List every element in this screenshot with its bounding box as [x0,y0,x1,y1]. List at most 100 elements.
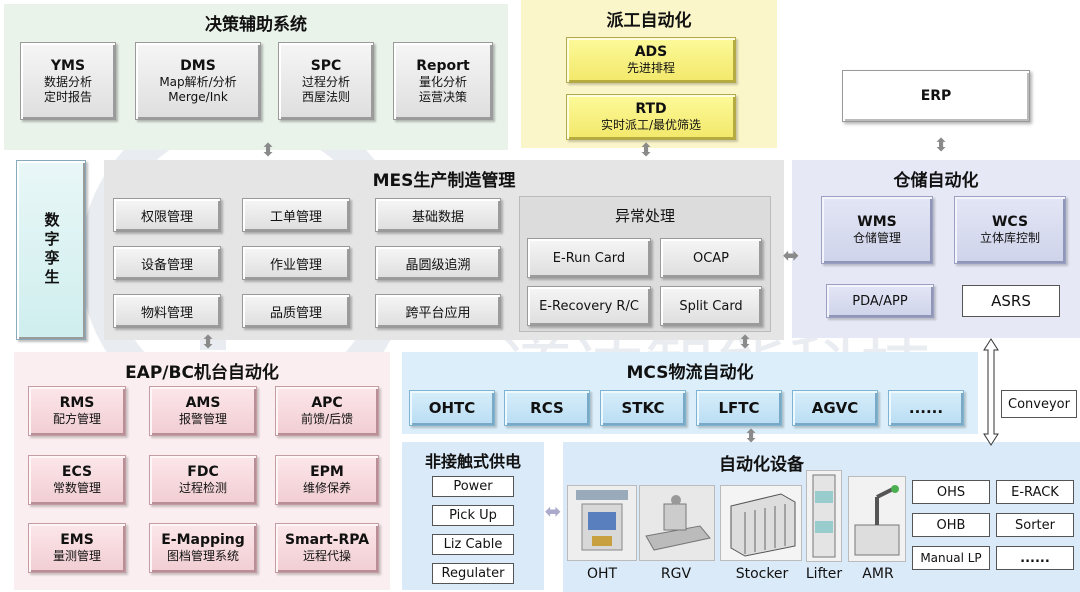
equipment-ohb[interactable]: OHB [912,513,990,537]
mcs-stkc[interactable]: STKC [600,390,686,426]
mcs-agvc[interactable]: AGVC [792,390,878,426]
mes-title: MES生产制造管理 [372,171,516,191]
yms-name: YMS [50,57,86,74]
equipment-ohs[interactable]: OHS [912,480,990,504]
rcs-label: RCS [530,398,564,417]
equipment-more[interactable]: ...... [996,546,1074,570]
mes-module-6[interactable]: 物料管理 [113,294,221,328]
mes-module-1[interactable]: 工单管理 [242,198,350,232]
exception-ocap[interactable]: OCAP [660,238,762,278]
fdc-name: FDC [187,464,219,480]
dispatch-title: 派工自动化 [606,11,692,31]
conveyor-box[interactable]: Conveyor [1001,390,1077,418]
digital-twin-box[interactable]: 数字孪生 [16,160,86,340]
wcs-name: WCS [991,214,1029,230]
apc-name: APC [311,395,343,411]
stocker-image [720,485,802,561]
power-title: 非接触式供电 [424,452,521,471]
device-label-amr: AMR [862,566,894,582]
warehouse-wms[interactable]: WMS 仓储管理 [821,196,933,264]
epm-name: EPM [310,464,344,480]
rms-desc: 配方管理 [52,412,101,426]
ads-name: ADS [634,44,668,60]
arrow-mes-mcs: ⬍ [737,332,753,353]
wms-desc: 仓储管理 [852,231,901,245]
power-item-lizcable[interactable]: Liz Cable [432,534,514,555]
exception-erecovery[interactable]: E-Recovery R/C [527,286,651,326]
yms-desc2: 定时报告 [43,89,92,104]
warehouse-asrs[interactable]: ASRS [962,285,1060,317]
mcs-rcs[interactable]: RCS [504,390,590,426]
spc-name: SPC [310,57,342,74]
mes-module-3[interactable]: 设备管理 [113,246,221,280]
dispatch-rtd[interactable]: RTD 实时派工/最优筛选 [566,94,736,140]
mes-module-7[interactable]: 品质管理 [242,294,350,328]
mcs-lftc[interactable]: LFTC [696,390,782,426]
spc-desc1: 过程分析 [301,74,350,89]
equipment-manual-lp[interactable]: Manual LP [912,546,990,570]
epm-desc: 维修保养 [302,481,351,495]
warehouse-title: 仓储自动化 [893,171,979,191]
conveyor-arrow [983,338,999,446]
ams-name: AMS [185,395,221,411]
rtd-name: RTD [635,101,667,117]
device-label-lifter: Lifter [805,566,843,582]
erp-label: ERP [920,87,952,104]
decision-dms[interactable]: DMS Map解析/分析 Merge/Ink [135,42,261,120]
decision-spc[interactable]: SPC 过程分析 西屋法则 [278,42,374,120]
arrow-mes-eap: ⬍ [200,332,216,353]
rgv-image [639,485,715,561]
warehouse-pda[interactable]: PDA/APP [826,284,934,318]
mcs-ohtc[interactable]: OHTC [409,390,495,426]
warehouse-wcs[interactable]: WCS 立体库控制 [954,196,1066,264]
lifter-image [806,470,842,562]
mcs-panel: MCS物流自动化 [402,352,978,434]
mes-module-5[interactable]: 晶圆级追溯 [375,246,501,280]
exception-erun[interactable]: E-Run Card [527,238,651,278]
dispatch-ads[interactable]: ADS 先进排程 [566,37,736,83]
erp-box[interactable]: ERP [842,70,1030,122]
mes-module-4[interactable]: 作业管理 [242,246,350,280]
equipment-erack[interactable]: E-RACK [996,480,1074,504]
stkc-label: STKC [621,398,665,417]
ams-desc: 报警管理 [178,412,227,426]
arrow-power-equipment: ⬌ [544,499,562,523]
dms-desc2: Merge/Ink [168,89,228,104]
device-label-rgv: RGV [660,566,692,582]
fdc-desc: 过程检测 [178,481,227,495]
exception-title: 异常处理 [614,207,675,225]
decision-report[interactable]: Report 量化分析 运营决策 [393,42,493,120]
mcs-more-label: ...... [908,398,944,417]
ecs-desc: 常数管理 [52,481,101,495]
equipment-sorter[interactable]: Sorter [996,513,1074,537]
mes-module-8[interactable]: 跨平台应用 [375,294,501,328]
device-label-stocker: Stocker [735,566,789,582]
lftc-label: LFTC [718,398,760,417]
exception-split[interactable]: Split Card [660,286,762,326]
rtd-desc: 实时派工/最优筛选 [600,118,702,132]
decision-title: 决策辅助系统 [205,15,307,35]
arrow-dispatch-mes: ⬍ [638,140,654,161]
power-item-pickup[interactable]: Pick Up [432,505,514,526]
power-item-power[interactable]: Power [432,476,514,497]
mes-module-0[interactable]: 权限管理 [113,198,221,232]
dms-desc1: Map解析/分析 [159,74,237,89]
ems-name: EMS [60,532,94,548]
report-desc2: 运营决策 [418,89,467,104]
mcs-more[interactable]: ...... [888,390,964,426]
decision-yms[interactable]: YMS 数据分析 定时报告 [20,42,116,120]
arrow-mes-warehouse: ⬌ [782,243,800,267]
eap-title: EAP/BC机台自动化 [125,363,279,383]
mes-module-2[interactable]: 基础数据 [375,198,501,232]
power-item-regulater[interactable]: Regulater [432,563,514,584]
smartrpa-desc: 远程代操 [302,549,351,563]
